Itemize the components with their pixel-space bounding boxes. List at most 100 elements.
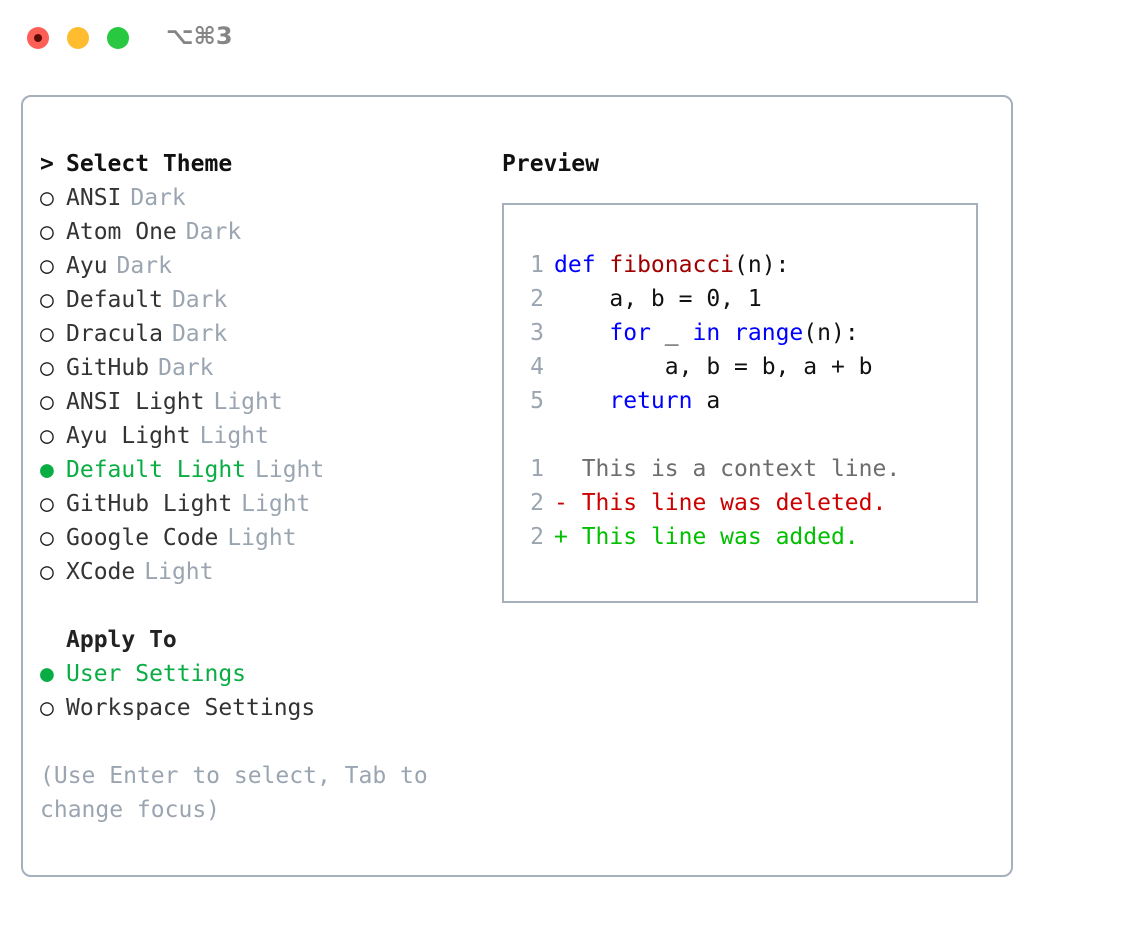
radio-unselected-icon: ○ (40, 185, 54, 211)
theme-option-ansi[interactable]: ○ ANSI Dark (40, 181, 480, 215)
code-token-plain: a (692, 388, 721, 414)
theme-option-kind-badge: Light (144, 559, 214, 585)
theme-option-label: GitHub Light (66, 491, 233, 517)
preview-divider-gap (516, 418, 970, 452)
theme-option-kind-badge: Light (199, 423, 269, 449)
diff-line: 2+ This line was added. (516, 520, 970, 554)
code-line: 2 a, b = 0, 1 (516, 282, 970, 316)
theme-option-label: Google Code (66, 525, 219, 551)
diff-marker (554, 456, 568, 482)
code-token-plain: (n): (803, 320, 859, 346)
code-token-kw: range (734, 320, 804, 346)
radio-selected-icon: ● (40, 661, 54, 687)
titlebar: ⌥⌘3 (0, 0, 1140, 78)
diff-line-text: This line was deleted. (567, 490, 887, 516)
code-line-number: 5 (530, 388, 544, 414)
code-token-plain: a, b = 0, 1 (554, 286, 762, 312)
apply-to-section: Apply To ● User Settings ○ Workspace Settin… (40, 623, 480, 725)
code-token-kw: return (609, 388, 693, 414)
theme-option-default-light[interactable]: ● Default Light Light (40, 453, 480, 487)
diff-line: 1 This is a context line. (516, 452, 970, 486)
theme-option-google-code[interactable]: ○ Google Code Light (40, 521, 480, 555)
radio-unselected-icon: ○ (40, 389, 54, 415)
theme-option-label: Default Light (66, 457, 247, 483)
maximize-window-button[interactable] (107, 27, 129, 49)
code-line: 3 for _ in range(n): (516, 316, 970, 350)
code-token-plain: a, b = b, a + b (554, 354, 873, 380)
preview-title: Preview (502, 151, 599, 177)
apply-to-options: ● User Settings ○ Workspace Settings (40, 657, 480, 725)
code-line: 4 a, b = b, a + b (516, 350, 970, 384)
theme-option-kind-badge: Dark (171, 287, 228, 313)
code-token-kw: in (692, 320, 721, 346)
theme-option-kind-badge: Dark (185, 219, 242, 245)
theme-option-label: ANSI Light (66, 389, 205, 415)
radio-unselected-icon: ○ (40, 491, 54, 517)
theme-option-kind-badge: Light (227, 525, 297, 551)
radio-unselected-icon: ○ (40, 253, 54, 279)
code-token-fnname: fibonacci (609, 252, 735, 278)
code-token-plain: _ (650, 320, 693, 346)
theme-option-label: Ayu (66, 253, 108, 279)
diff-marker: + (554, 524, 568, 550)
apply-to-heading: Apply To (40, 623, 480, 657)
window-controls (27, 27, 129, 49)
theme-option-kind-badge: Light (255, 457, 325, 483)
radio-unselected-icon: ○ (40, 321, 54, 347)
theme-option-ayu-light[interactable]: ○ Ayu Light Light (40, 419, 480, 453)
code-line-number: 3 (530, 320, 544, 346)
diff-line-number: 2 (530, 490, 544, 516)
radio-unselected-icon: ○ (40, 559, 54, 585)
theme-option-kind-badge: Dark (130, 185, 186, 211)
diff-line: 2- This line was deleted. (516, 486, 970, 520)
theme-option-kind-badge: Dark (116, 253, 172, 279)
radio-unselected-icon: ○ (40, 695, 54, 721)
code-token-plain (720, 320, 734, 346)
theme-option-kind-badge: Dark (171, 321, 228, 347)
code-line: 5 return a (516, 384, 970, 418)
theme-option-xcode[interactable]: ○ XCode Light (40, 555, 480, 589)
code-token-plain (554, 320, 609, 346)
theme-option-ayu[interactable]: ○ Ayu Dark (40, 249, 480, 283)
radio-unselected-icon: ○ (40, 219, 54, 245)
theme-option-label: ANSI (66, 185, 122, 211)
apply-to-option-label: User Settings (66, 661, 247, 687)
close-window-button[interactable] (27, 27, 49, 49)
theme-option-label: Atom One (66, 219, 177, 245)
code-line-number: 2 (530, 286, 544, 312)
code-token-plain (554, 388, 609, 414)
keyboard-hint-text: (Use Enter to select, Tab to change focu… (40, 763, 428, 823)
theme-list-heading: > Select Theme (40, 147, 480, 181)
apply-to-option-workspace-settings[interactable]: ○ Workspace Settings (40, 691, 480, 725)
diff-line-text: This line was added. (567, 524, 859, 550)
keyboard-shortcut-label: ⌥⌘3 (166, 22, 233, 50)
radio-selected-icon: ● (40, 457, 54, 483)
theme-option-label: Default (66, 287, 163, 313)
theme-option-github-light[interactable]: ○ GitHub Light Light (40, 487, 480, 521)
apply-to-option-label: Workspace Settings (66, 695, 316, 721)
apply-to-option-user-settings[interactable]: ● User Settings (40, 657, 480, 691)
theme-option-label: Ayu Light (66, 423, 191, 449)
minimize-window-button[interactable] (67, 27, 89, 49)
code-line-number: 1 (530, 252, 544, 278)
theme-option-atom-one[interactable]: ○ Atom One Dark (40, 215, 480, 249)
theme-option-label: GitHub (66, 355, 150, 381)
radio-unselected-icon: ○ (40, 423, 54, 449)
diff-line-text: This is a context line. (567, 456, 901, 482)
code-token-kw: def (554, 252, 610, 278)
theme-option-label: XCode (66, 559, 136, 585)
radio-unselected-icon: ○ (40, 525, 54, 551)
theme-list-heading-label: Select Theme (66, 151, 233, 177)
theme-option-kind-badge: Light (241, 491, 311, 517)
diff-marker: - (554, 490, 568, 516)
